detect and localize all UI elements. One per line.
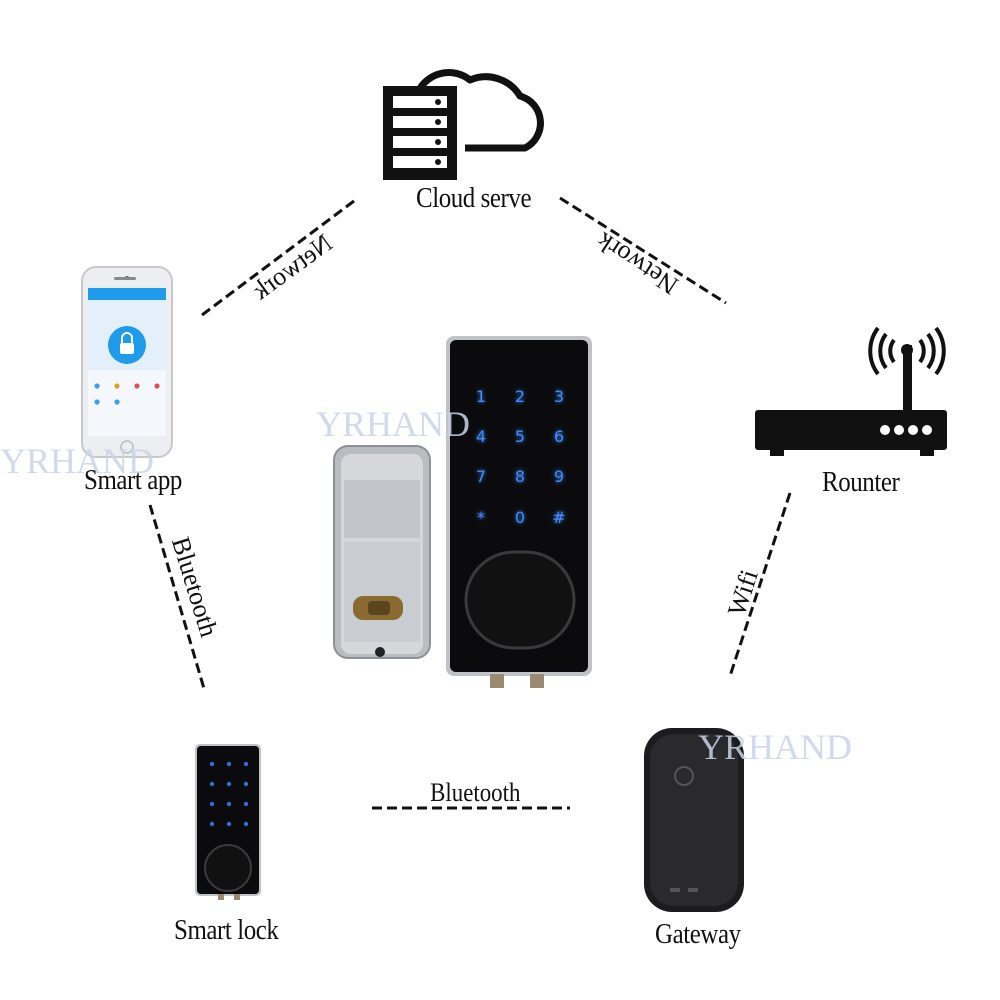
- keypad-key: 4: [475, 427, 487, 446]
- watermark-right: YRHAND: [698, 727, 853, 767]
- label-cloud-serve: Cloud serve: [416, 182, 532, 214]
- keypad-key: 0: [514, 508, 526, 527]
- smartphone-icon: [81, 266, 173, 458]
- keypad-key: 7: [475, 467, 487, 486]
- link-app-cloud-line: [201, 196, 359, 317]
- router-icon: [755, 326, 947, 456]
- watermark-center: YRHAND: [316, 404, 471, 444]
- link-app-lock-line: [148, 504, 207, 693]
- keypad-key: 6: [553, 427, 565, 446]
- label-smart-app: Smart app: [84, 464, 182, 496]
- label-router: Rounter: [822, 466, 900, 498]
- link-label-lock-gateway: Bluetooth: [430, 778, 521, 807]
- keypad-key: #: [552, 508, 566, 527]
- label-smart-lock: Smart lock: [174, 914, 279, 946]
- cloud-server-icon: [383, 69, 544, 180]
- gateway-device-icon: [644, 728, 744, 912]
- keypad-key: 9: [553, 467, 565, 486]
- interior-lock-body-icon: [333, 445, 431, 659]
- keypad-key: 5: [514, 427, 526, 446]
- label-gateway: Gateway: [655, 918, 741, 950]
- smart-lock-front-large: [446, 336, 592, 688]
- keypad-key: 3: [553, 387, 565, 406]
- link-cloud-router-line: [559, 196, 727, 305]
- keypad-key: 1: [475, 387, 487, 406]
- link-router-gateway-line: [728, 492, 792, 677]
- smart-lock-small: [195, 744, 261, 900]
- keypad-key: 2: [514, 387, 526, 406]
- keypad-key: *: [477, 508, 485, 527]
- watermark-left: YRHAND: [0, 441, 155, 481]
- keypad-key: 8: [514, 467, 526, 486]
